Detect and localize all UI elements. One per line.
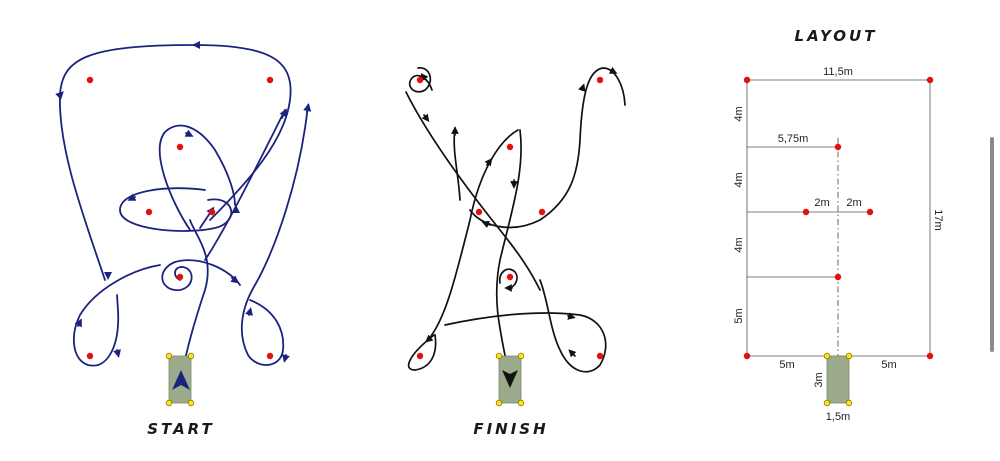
marker-dot <box>866 208 874 216</box>
finish-route-topright <box>469 67 626 229</box>
finish-markers <box>416 76 604 360</box>
start-panel: START <box>55 40 312 438</box>
start-route-diagonal <box>204 109 286 261</box>
marker-dot <box>208 208 216 216</box>
arrow-icon <box>578 83 586 92</box>
arrow-icon <box>113 349 121 358</box>
finish-route-right-loop <box>444 279 607 373</box>
arrow-icon <box>567 312 576 320</box>
marker-dot <box>86 76 94 84</box>
layout-title: LAYOUT <box>795 27 878 45</box>
start-route-right-loop <box>240 104 309 366</box>
marker-dot <box>266 352 274 360</box>
base-right-label: 5m <box>881 359 896 371</box>
length-label: 17m <box>932 209 944 230</box>
marker-dot <box>416 76 424 84</box>
layout-panel: LAYOUT 11,5m 5,75m 2m 2m 5m 5m 1,5m 4m <box>733 27 944 423</box>
marker-dot <box>743 352 751 360</box>
finish-panel: FINISH <box>405 66 626 438</box>
marker-dot <box>266 76 274 84</box>
start-route-ellipse <box>119 187 233 232</box>
marker-dot <box>926 352 934 360</box>
marker-dot <box>506 143 514 151</box>
arrow-icon <box>279 108 287 119</box>
arrow-icon <box>184 129 194 137</box>
marker-dot <box>743 76 751 84</box>
start-markers <box>86 76 274 360</box>
arrow-icon <box>303 103 312 113</box>
finish-box <box>495 352 525 407</box>
offset-label: 5,75m <box>778 133 809 145</box>
start-box <box>826 355 850 404</box>
arrow-icon <box>245 307 253 316</box>
finish-arrow-icon <box>502 370 518 388</box>
start-route-left-loop <box>73 264 161 367</box>
marker-dot <box>596 76 604 84</box>
marker-dot <box>86 352 94 360</box>
seg2-label: 4m <box>733 172 745 187</box>
start-label: START <box>147 420 215 438</box>
arrow-icon <box>484 157 493 167</box>
arrow-icon <box>55 91 64 100</box>
arrow-icon <box>230 275 240 284</box>
marker-dot <box>596 352 604 360</box>
width-label: 11,5m <box>823 66 853 78</box>
marker-dot <box>416 352 424 360</box>
start-route-outer-loop <box>59 44 292 281</box>
arrow-icon <box>481 220 491 228</box>
seg1-label: 4m <box>733 106 745 121</box>
marker-dot <box>538 208 546 216</box>
arrow-icon <box>425 334 435 343</box>
finish-route-mini-swirl <box>498 268 518 289</box>
marker-dot <box>926 76 934 84</box>
finish-route-left-long <box>407 129 519 371</box>
start-arrow-icon <box>172 370 190 390</box>
box-depth-label: 3m <box>813 372 825 387</box>
box-width-label: 1,5m <box>826 411 850 423</box>
marker-dot <box>176 273 184 281</box>
arrow-icon <box>282 354 290 363</box>
pair-left-label: 2m <box>814 197 829 209</box>
start-route <box>55 40 312 386</box>
marker-dot <box>475 208 483 216</box>
marker-dot <box>802 208 810 216</box>
pair-right-label: 2m <box>846 197 861 209</box>
finish-route <box>405 66 626 373</box>
start-route-top-loop <box>158 124 236 231</box>
marker-dot <box>834 143 842 151</box>
start-box <box>165 352 195 407</box>
arrow-icon <box>421 113 430 123</box>
arrow-icon <box>127 193 137 201</box>
arrow-icon <box>420 72 429 82</box>
marker-dot <box>834 273 842 281</box>
start-route-swirl <box>161 259 241 291</box>
scrollbar[interactable] <box>990 137 994 352</box>
seg4-label: 5m <box>733 308 745 323</box>
finish-label: FINISH <box>473 420 548 438</box>
finish-route-diagonal-a <box>405 91 541 291</box>
base-left-label: 5m <box>779 359 794 371</box>
finish-route-center <box>495 129 522 371</box>
finish-route-left-vertical <box>453 127 461 201</box>
seg3-label: 4m <box>733 237 745 252</box>
arrow-icon <box>74 318 82 328</box>
marker-dot <box>506 273 514 281</box>
marker-dot <box>145 208 153 216</box>
marker-dot <box>176 143 184 151</box>
arrow-icon <box>568 349 577 358</box>
arrow-icon <box>608 66 618 74</box>
